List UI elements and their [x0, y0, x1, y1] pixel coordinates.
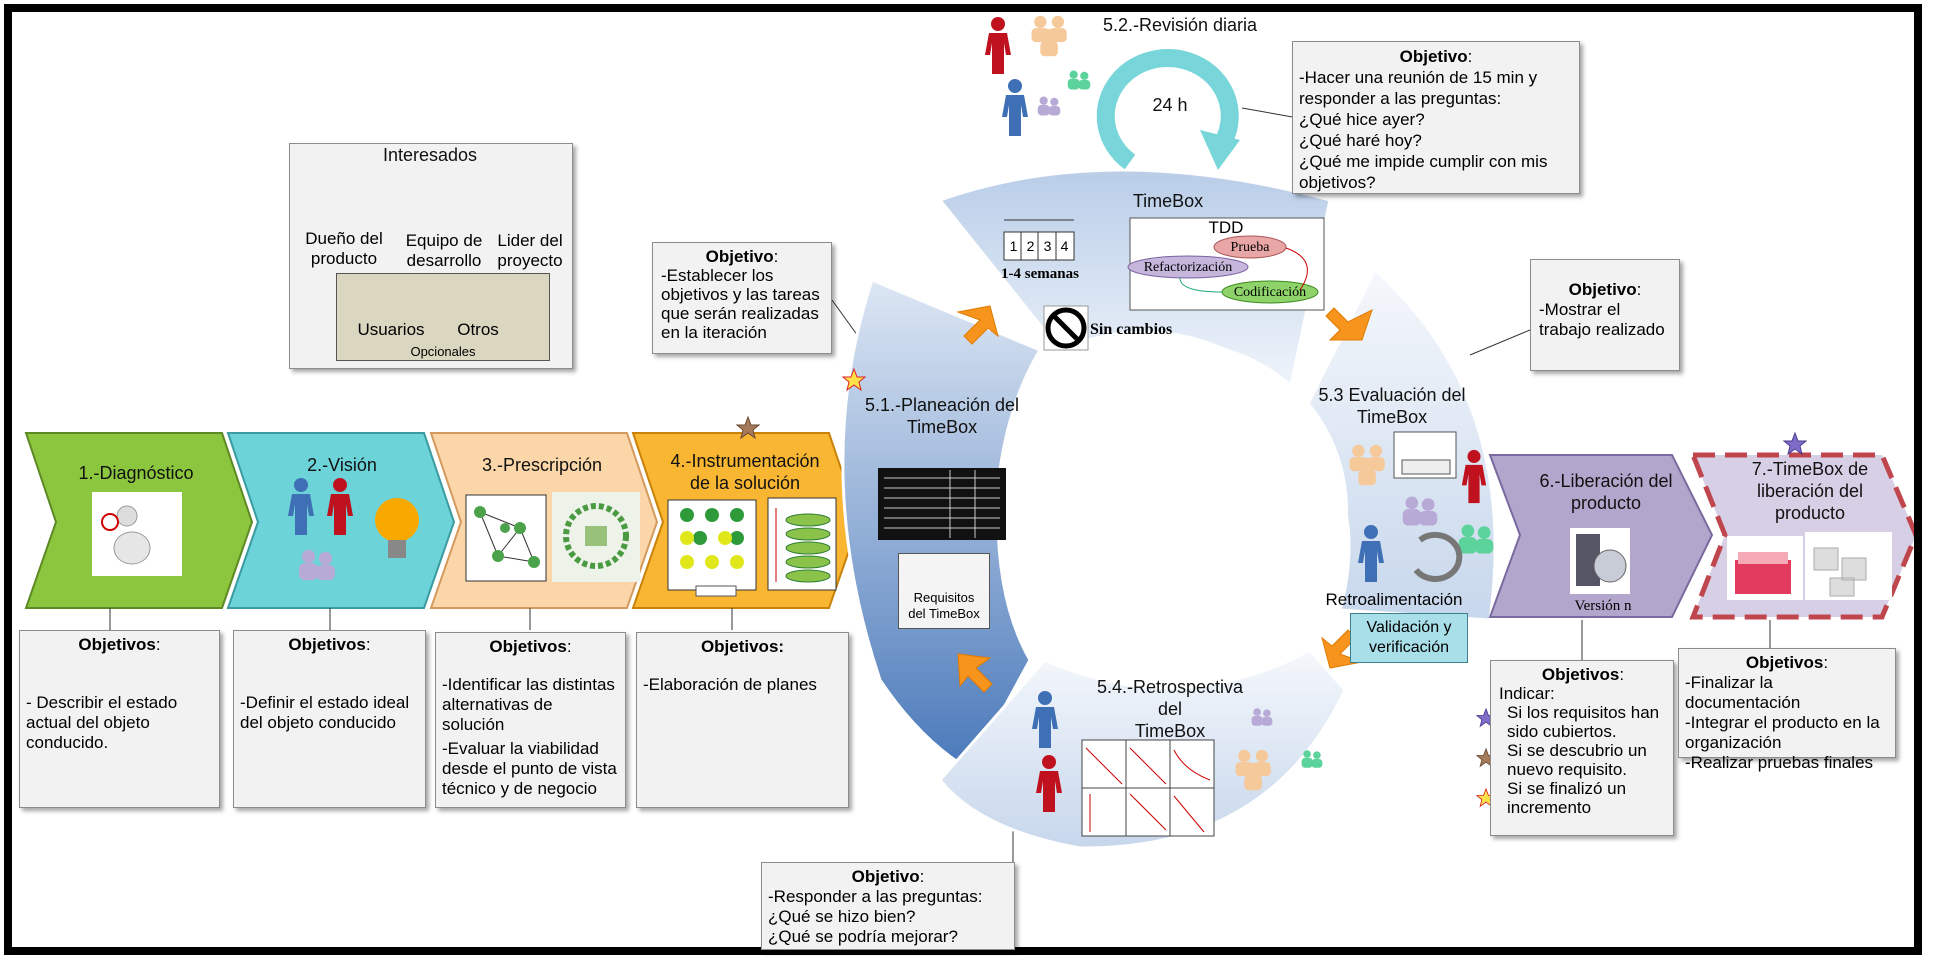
lightbulb-icon — [375, 498, 419, 558]
tdd-test-label: Prueba — [1230, 240, 1270, 255]
week-2: 2 — [1026, 238, 1035, 254]
phase-2-objectives: Objetivos: -Definir el estado ideal del … — [233, 630, 426, 808]
evaluation-people — [1349, 431, 1494, 582]
weeks-label: 1-4 semanas — [1001, 266, 1079, 282]
no-changes-label: Sin cambios — [1090, 321, 1173, 338]
daily-review-label: 5.2.-Revisión diaria — [1102, 15, 1258, 35]
daily-cycle-arrow — [1096, 49, 1240, 170]
diagnosis-image — [92, 492, 182, 576]
week-3: 3 — [1043, 238, 1052, 254]
ring-center — [1012, 342, 1348, 678]
feedback-label: Retroalimentación — [1325, 590, 1463, 609]
timebox-label: TimeBox — [1132, 191, 1204, 211]
users-label: Usuarios — [357, 320, 425, 339]
requirements-table-image — [878, 468, 1006, 540]
release-box-icon — [1570, 528, 1630, 594]
no-changes-icon — [1043, 305, 1089, 351]
folder-icon — [1727, 536, 1803, 600]
dots-plan-icon — [667, 499, 757, 597]
weeks-stack-icon — [1003, 219, 1075, 261]
phase-1-label: 1.-Diagnóstico — [78, 463, 194, 483]
optional-panel — [336, 273, 550, 361]
release-objectives: Objetivos: Indicar: Si los requisitos ha… — [1490, 660, 1674, 836]
tdd-diagram — [1127, 217, 1325, 311]
stakeholders-title: Interesados — [382, 145, 478, 165]
others-label: Otros — [457, 320, 499, 339]
evaluation-objective: Objetivo: -Mostrar el trabajo realizado — [1530, 259, 1680, 371]
retrospective-objective: Objetivo: -Responder a las preguntas: ¿Q… — [761, 862, 1015, 950]
hours-label: 24 h — [1152, 95, 1188, 115]
phase-3-objectives: Objetivos: -Identificar las distintas al… — [435, 632, 626, 808]
phase-2-label: 2.-Visión — [307, 455, 377, 475]
phase-4-objectives: Objetivos: -Elaboración de planes — [636, 632, 849, 808]
final-timebox-objectives: Objetivos: -Finalizar la documentación -… — [1678, 648, 1896, 772]
tdd-refactor-label: Refactorización — [1143, 260, 1233, 275]
week-4: 4 — [1060, 238, 1069, 254]
planning-objective: Objetivo: -Establecer los objetivos y la… — [652, 242, 832, 354]
analysis-image — [552, 492, 640, 582]
outer-frame — [4, 4, 1922, 955]
daily-objective: Objetivo: -Hacer una reunión de 15 min y… — [1292, 41, 1580, 194]
tdd-code-label: Codificación — [1233, 285, 1307, 300]
week-1: 1 — [1009, 238, 1018, 254]
version-label: Versión n — [1574, 598, 1632, 614]
stack-chart-icon — [767, 497, 837, 591]
optional-label: Opcionales — [410, 344, 476, 359]
retrospective-charts-image — [1081, 739, 1215, 837]
tdd-label: TDD — [1208, 218, 1244, 237]
puzzle-icon — [1805, 532, 1892, 600]
phase-1-objectives: Objetivos: - Describir el estado actual … — [19, 630, 220, 808]
network-diagram-icon — [465, 494, 547, 582]
phase-3-label: 3.-Prescripción — [481, 455, 603, 475]
